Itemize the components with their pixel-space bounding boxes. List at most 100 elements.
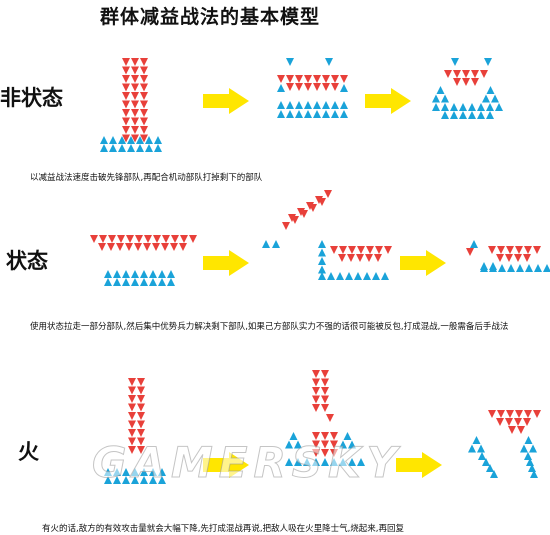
ally-unit bbox=[313, 110, 321, 118]
ally-unit bbox=[285, 458, 293, 466]
flow-arrow bbox=[203, 88, 249, 114]
ally-unit bbox=[516, 264, 524, 272]
enemy-unit bbox=[295, 75, 303, 83]
ally-unit bbox=[313, 101, 321, 109]
ally-unit bbox=[468, 103, 476, 111]
ally-unit bbox=[285, 440, 293, 449]
enemy-unit bbox=[517, 426, 525, 434]
enemy-unit bbox=[506, 246, 514, 254]
enemy-unit bbox=[90, 235, 98, 243]
enemy-unit bbox=[131, 66, 139, 75]
ally-unit bbox=[318, 240, 326, 248]
ally-unit bbox=[131, 270, 139, 278]
enemy-unit bbox=[131, 117, 139, 126]
enemy-unit bbox=[312, 432, 320, 440]
enemy-unit bbox=[321, 395, 329, 404]
ally-unit bbox=[470, 240, 478, 248]
enemy-unit bbox=[140, 66, 148, 75]
ally-unit bbox=[534, 264, 542, 272]
enemy-unit bbox=[524, 246, 532, 254]
ally-unit bbox=[489, 264, 497, 272]
ally-unit bbox=[131, 468, 139, 476]
enemy-unit bbox=[340, 75, 348, 83]
ally-unit bbox=[262, 240, 270, 248]
enemy-unit bbox=[137, 378, 145, 386]
enemy-unit bbox=[116, 243, 124, 251]
enemy-unit bbox=[144, 235, 152, 243]
enemy-unit bbox=[122, 58, 130, 66]
ally-unit bbox=[154, 144, 162, 152]
page-title: 群体减益战法的基本模型 bbox=[99, 6, 320, 28]
enemy-unit bbox=[140, 134, 148, 143]
enemy-unit bbox=[122, 83, 130, 92]
ally-unit bbox=[131, 476, 139, 484]
ally-unit bbox=[136, 144, 144, 152]
ally-unit bbox=[318, 265, 326, 274]
ally-unit bbox=[322, 110, 330, 118]
ally-unit bbox=[480, 264, 488, 272]
enemy-unit bbox=[515, 246, 523, 254]
enemy-unit bbox=[515, 410, 523, 418]
enemy-unit bbox=[131, 126, 139, 134]
enemy-unit bbox=[131, 92, 139, 100]
enemy-unit bbox=[171, 235, 179, 243]
ally-unit bbox=[524, 436, 533, 444]
enemy-unit bbox=[304, 83, 312, 91]
ally-unit bbox=[432, 94, 440, 103]
enemy-unit bbox=[338, 254, 346, 262]
flow-arrow bbox=[365, 88, 411, 114]
ally-unit bbox=[498, 264, 506, 272]
enemy-unit bbox=[312, 387, 320, 395]
enemy-unit bbox=[126, 235, 134, 243]
caption-non-status: 以减益战法速度击破先锋部队,再配合机动部队打掉剩下的部队 bbox=[30, 173, 263, 183]
enemy-unit bbox=[128, 378, 136, 386]
ally-unit bbox=[167, 278, 175, 286]
ally-unit bbox=[122, 468, 130, 476]
ally-unit bbox=[327, 272, 335, 280]
ally-unit bbox=[122, 270, 130, 278]
enemy-unit bbox=[140, 126, 148, 134]
ally-unit bbox=[339, 440, 347, 449]
enemy-unit bbox=[322, 75, 330, 83]
enemy-unit bbox=[321, 370, 329, 378]
enemy-unit bbox=[140, 58, 148, 66]
ally-unit bbox=[294, 458, 302, 466]
enemy-unit bbox=[128, 429, 136, 437]
enemy-unit bbox=[312, 395, 320, 404]
enemy-unit bbox=[140, 100, 148, 109]
ally-unit bbox=[154, 136, 162, 144]
enemy-unit bbox=[125, 243, 133, 251]
enemy-unit bbox=[277, 75, 285, 83]
ally-unit bbox=[354, 272, 362, 280]
ally-unit bbox=[322, 101, 330, 109]
enemy-unit bbox=[384, 246, 392, 254]
ally-unit bbox=[295, 101, 303, 109]
enemy-unit bbox=[128, 395, 136, 403]
enemy-unit bbox=[324, 190, 332, 198]
enemy-unit bbox=[365, 254, 373, 262]
ally-unit bbox=[158, 278, 166, 286]
enemy-unit bbox=[488, 410, 496, 418]
ally-unit bbox=[304, 110, 312, 118]
ally-unit bbox=[295, 110, 303, 118]
ally-unit bbox=[468, 444, 476, 453]
ally-unit bbox=[495, 103, 503, 111]
enemy-unit bbox=[357, 246, 365, 254]
enemy-unit bbox=[356, 254, 364, 262]
enemy-unit bbox=[128, 420, 136, 429]
ally-unit bbox=[294, 440, 302, 449]
enemy-unit bbox=[140, 109, 148, 117]
ally-unit bbox=[109, 144, 117, 152]
enemy-unit bbox=[514, 254, 522, 262]
flow-arrow bbox=[400, 250, 446, 276]
enemy-unit bbox=[137, 412, 145, 420]
enemy-unit bbox=[140, 75, 148, 83]
ally-unit bbox=[331, 101, 339, 109]
row-label-non-status: 非状态 bbox=[0, 86, 63, 110]
enemy-unit bbox=[488, 246, 496, 254]
ally-unit bbox=[363, 272, 371, 280]
ally-unit bbox=[441, 94, 449, 103]
enemy-unit bbox=[179, 243, 187, 251]
ally-unit bbox=[127, 136, 135, 144]
ally-unit bbox=[100, 144, 108, 152]
